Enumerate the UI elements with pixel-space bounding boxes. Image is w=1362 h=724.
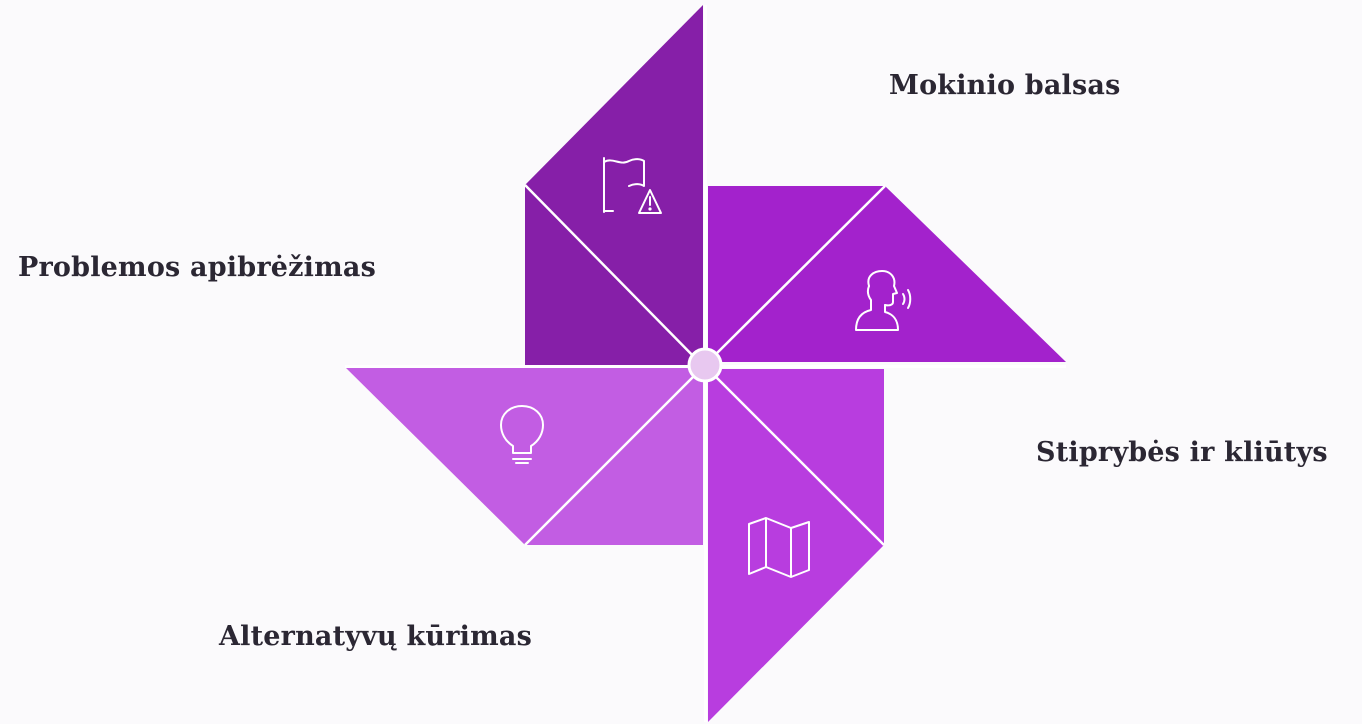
lightbulb-icon: [500, 405, 544, 464]
label-alternative-creation: Alternatyvų kūrimas: [219, 621, 532, 652]
flag-warning-icon: [603, 157, 662, 214]
blade-strengths-barriers: [707, 368, 885, 722]
label-problem-definition: Problemos apibrėžimas: [18, 252, 376, 283]
label-student-voice: Mokinio balsas: [889, 70, 1121, 101]
label-strengths-barriers: Stiprybės ir kliūtys: [1036, 437, 1328, 468]
pinwheel-hub: [687, 347, 723, 383]
blade-problem-definition: [524, 5, 704, 367]
speaking-person-icon: [855, 270, 912, 331]
blade-student-voice: [707, 185, 1066, 363]
blade-alternative-creation: [345, 366, 704, 546]
map-icon: [748, 517, 810, 578]
